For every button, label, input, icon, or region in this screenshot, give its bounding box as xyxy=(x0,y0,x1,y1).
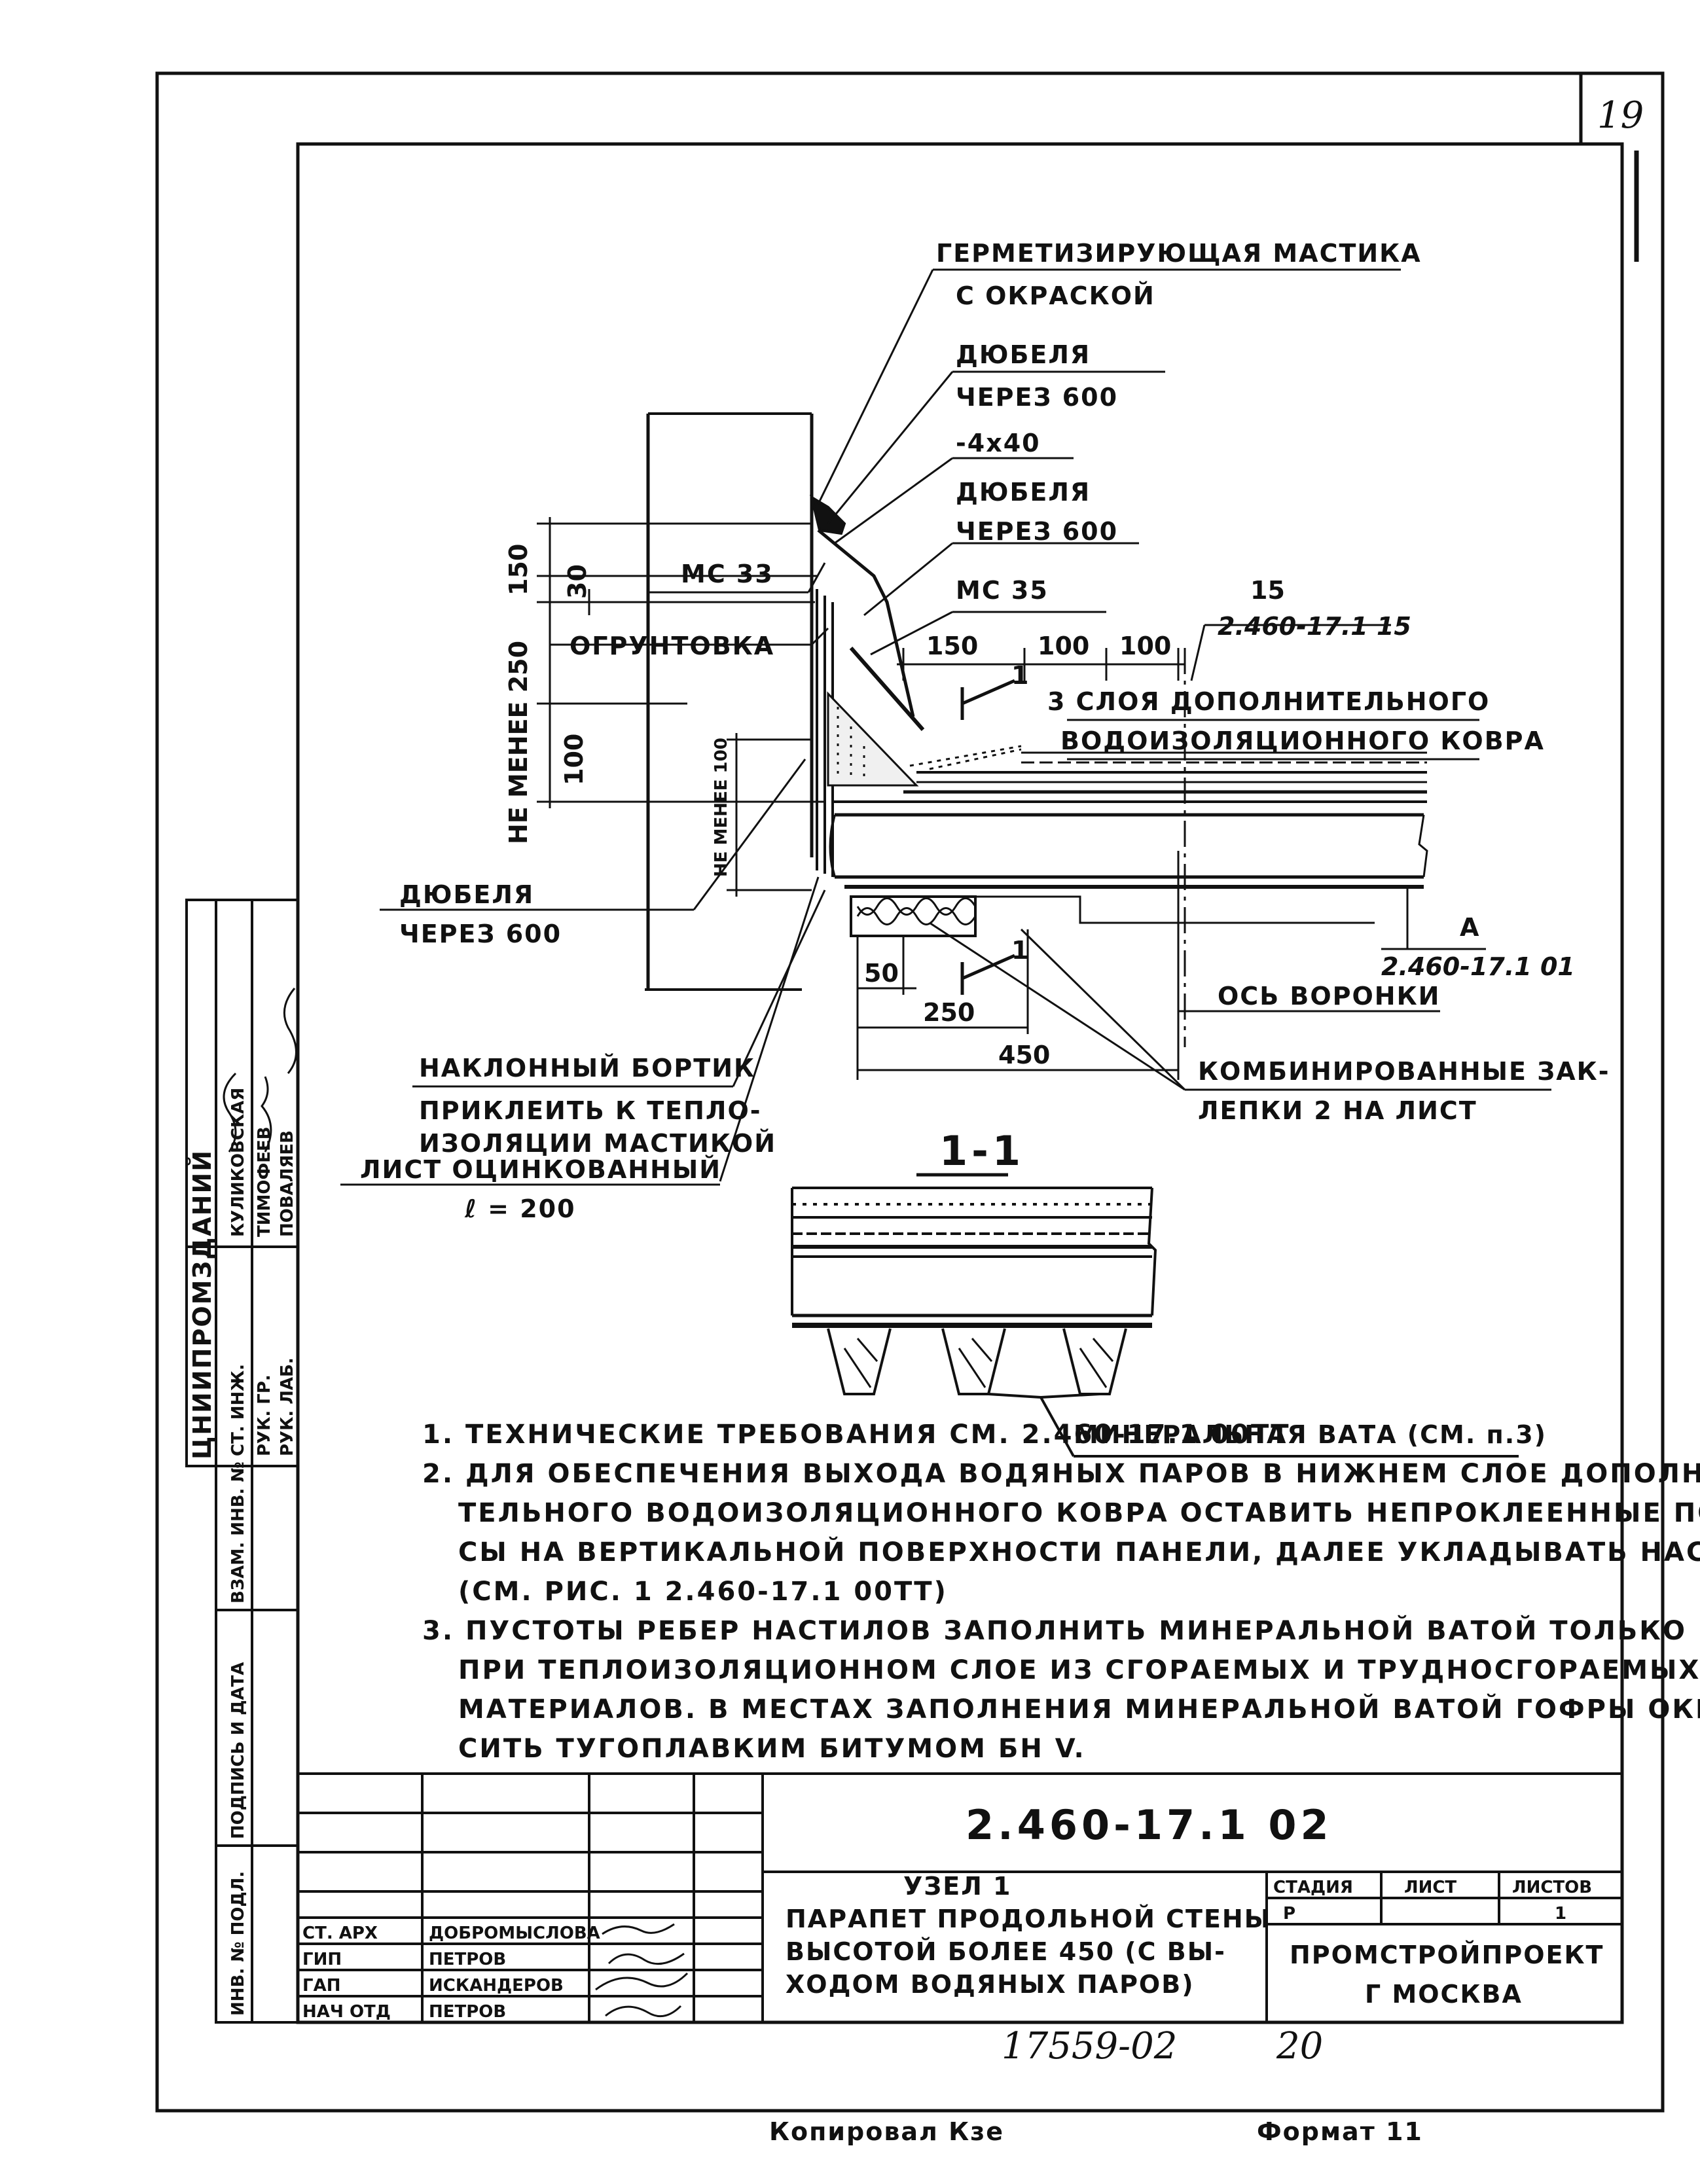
note-line-8: МАТЕРИАЛОВ. В МЕСТАХ ЗАПОЛНЕНИЯ МИНЕРАЛЬ… xyxy=(458,1693,1700,1725)
side-stamp-role-1: СТ. ИНЖ. xyxy=(228,1364,248,1456)
leader-lines xyxy=(340,268,1551,1186)
dim-250b: 250 xyxy=(923,998,975,1027)
notes: 1. ТЕХНИЧЕСКИЕ ТРЕБОВАНИЯ СМ. 2.460-17.1… xyxy=(422,1420,1700,1764)
title-block-signatures xyxy=(595,1923,689,2018)
side-stamp-col-inv: ИНВ. № ПОДЛ. xyxy=(228,1871,248,2016)
staff-role-3: ГАП xyxy=(302,1976,340,1996)
staff-role-2: ГИП xyxy=(302,1950,342,1969)
dim-30: 30 xyxy=(563,564,592,599)
staff-name-1: ДОБРОМЫСЛОВА xyxy=(429,1924,600,1943)
dim-250: НЕ МЕНЕЕ 250 xyxy=(504,641,533,844)
side-stamp-name-2: ТИМОФЕЕВ xyxy=(255,1126,274,1237)
label-carpet-1: 3 СЛОЯ ДОПОЛНИТЕЛЬНОГО xyxy=(1047,687,1490,716)
dim-450: 450 xyxy=(998,1041,1050,1069)
note-line-1: 1. ТЕХНИЧЕСКИЕ ТРЕБОВАНИЯ СМ. 2.460-17.1… xyxy=(422,1420,1291,1450)
section-mark-top xyxy=(960,679,1016,720)
label-dowels-low: ДЮБЕЛЯ xyxy=(399,880,534,909)
sheets-header: ЛИСТОВ xyxy=(1512,1878,1592,1897)
label-fillet-mastic: ИЗОЛЯЦИИ МАСТИКОЙ xyxy=(419,1129,776,1158)
section-mark-label-top: 1 xyxy=(1011,661,1028,690)
staff-role-1: СТ. АРХ xyxy=(302,1924,378,1943)
staff-name-2: ПЕТРОВ xyxy=(429,1950,506,1969)
title-line-3: ВЫСОТОЙ БОЛЕЕ 450 (С ВЫ- xyxy=(786,1937,1226,1966)
side-stamp-role-2: РУК. ГР. xyxy=(255,1374,274,1456)
org-city: Г МОСКВА xyxy=(1365,1980,1523,2009)
title-line-4: ХОДОМ ВОДЯНЫХ ПАРОВ) xyxy=(786,1970,1195,1999)
note-line-9: СИТЬ ТУГОПЛАВКИМ БИТУМОМ БН V. xyxy=(458,1734,1086,1764)
label-dowels-mid-spacing: ЧЕРЕЗ 600 xyxy=(956,517,1118,546)
title-line-2: ПАРАПЕТ ПРОДОЛЬНОЙ СТЕНЫ xyxy=(786,1905,1271,1933)
label-sealant-paint: С ОКРАСКОЙ xyxy=(956,281,1155,310)
section-mark-label-bottom: 1 xyxy=(1011,936,1028,965)
copied-by: Копировал Кзе xyxy=(769,2117,1004,2146)
dimension-lines xyxy=(537,517,1409,1080)
label-strip: -4x40 xyxy=(956,429,1041,457)
side-stamp-org: ЦНИИПРОМЗДАНИЙ xyxy=(188,1149,217,1459)
section-1-1-drawing xyxy=(791,1187,1519,1458)
note-line-4: СЫ НА ВЕРТИКАЛЬНОЙ ПОВЕРХНОСТИ ПАНЕЛИ, Д… xyxy=(458,1536,1700,1567)
dim-100a: 100 xyxy=(1038,632,1089,660)
side-stamp-col-replace: ВЗАМ. ИНВ. № xyxy=(228,1461,248,1603)
label-carpet-2: ВОДОИЗОЛЯЦИОННОГО КОВРА xyxy=(1060,726,1545,755)
title-block xyxy=(298,1772,1622,2022)
sheets-value: 1 xyxy=(1555,1904,1566,1924)
dim-not-less-100: НЕ МЕНЕЕ 100 xyxy=(712,738,731,877)
label-rivets-count: ЛЕПКИ 2 НА ЛИСТ xyxy=(1198,1096,1477,1125)
label-dowels-top-spacing: ЧЕРЕЗ 600 xyxy=(956,383,1118,412)
sheet-header: ЛИСТ xyxy=(1404,1878,1456,1897)
note-line-6: 3. ПУСТОТЫ РЕБЕР НАСТИЛОВ ЗАПОЛНИТЬ МИНЕ… xyxy=(422,1615,1687,1646)
side-stamp-col-sign: ПОДПИСЬ И ДАТА xyxy=(228,1662,248,1839)
note-line-5: (СМ. РИС. 1 2.460-17.1 00ТТ) xyxy=(458,1577,948,1607)
label-fillet: НАКЛОННЫЙ БОРТИК xyxy=(419,1054,755,1083)
dim-150-top: 150 xyxy=(504,544,533,596)
side-stamp xyxy=(185,899,299,2024)
section-mark-bottom xyxy=(960,954,1016,995)
label-ref15-num: 15 xyxy=(1250,576,1285,605)
format: Формат 11 xyxy=(1257,2117,1423,2146)
stage-value: Р xyxy=(1283,1904,1295,1924)
note-line-2: 2. ДЛЯ ОБЕСПЕЧЕНИЯ ВЫХОДА ВОДЯНЫХ ПАРОВ … xyxy=(422,1459,1700,1489)
page-number: 20 xyxy=(1276,2025,1323,2068)
title-line-1: УЗЕЛ 1 xyxy=(903,1872,1011,1901)
stage-header: СТАДИЯ xyxy=(1273,1878,1353,1897)
label-sealant: ГЕРМЕТИЗИРУЮЩАЯ МАСТИКА xyxy=(936,239,1422,268)
staff-name-3: ИСКАНДЕРОВ xyxy=(429,1976,564,1996)
side-stamp-signatures xyxy=(223,988,297,1153)
dim-150: 150 xyxy=(926,632,978,660)
label-dowels-top: ДЮБЕЛЯ xyxy=(956,340,1091,369)
inventory-number: 17559-02 xyxy=(1002,2025,1177,2068)
label-mineral-wool: МИНЕРАЛЬНАЯ ВАТА (СМ. п.3) xyxy=(1074,1420,1547,1449)
staff-name-4: ПЕТРОВ xyxy=(429,2002,506,2022)
detail-drawing xyxy=(645,412,1428,991)
dim-100b: 100 xyxy=(1119,632,1171,660)
dim-50: 50 xyxy=(864,959,899,988)
doc-code: 2.460-17.1 02 xyxy=(966,1801,1333,1849)
label-dowels-mid: ДЮБЕЛЯ xyxy=(956,478,1091,507)
label-rivets: КОМБИНИРОВАННЫЕ ЗАК- xyxy=(1198,1057,1610,1086)
label-dowels-low-spacing: ЧЕРЕЗ 600 xyxy=(399,920,562,948)
label-mc35: МС 35 xyxy=(956,576,1049,605)
label-ref-a: А xyxy=(1460,913,1479,942)
label-sheet-metal-length: ℓ = 200 xyxy=(464,1194,576,1223)
note-line-3: ТЕЛЬНОГО ВОДОИЗОЛЯЦИОННОГО КОВРА ОСТАВИТ… xyxy=(458,1498,1700,1528)
side-stamp-name-3: ПОВАЛЯЕВ xyxy=(278,1130,297,1237)
side-stamp-name-1: КУЛИКОВСКАЯ xyxy=(228,1088,248,1237)
org-name: ПРОМСТРОЙПРОЕКТ xyxy=(1290,1941,1604,1969)
side-stamp-role-3: РУК. ЛАБ. xyxy=(278,1357,297,1456)
dim-100: 100 xyxy=(560,734,588,785)
label-sheet-metal: ЛИСТ ОЦИНКОВАННЫЙ xyxy=(360,1155,721,1184)
label-mc33: МС 33 xyxy=(681,560,774,588)
sheet-number: 19 xyxy=(1597,94,1644,137)
note-line-7: ПРИ ТЕПЛОИЗОЛЯЦИОННОМ СЛОЕ ИЗ СГОРАЕМЫХ … xyxy=(458,1655,1700,1685)
label-fillet-glue: ПРИКЛЕИТЬ К ТЕПЛО- xyxy=(419,1096,762,1125)
section-title: 1-1 xyxy=(939,1127,1024,1175)
staff-role-4: НАЧ ОТД xyxy=(302,2002,391,2022)
label-primer: ОГРУНТОВКА xyxy=(570,632,774,660)
label-ref15-doc: 2.460-17.1 15 xyxy=(1218,612,1411,641)
label-ref-a-doc: 2.460-17.1 01 xyxy=(1381,952,1575,981)
label-funnel-axis: ОСЬ ВОРОНКИ xyxy=(1218,982,1440,1011)
